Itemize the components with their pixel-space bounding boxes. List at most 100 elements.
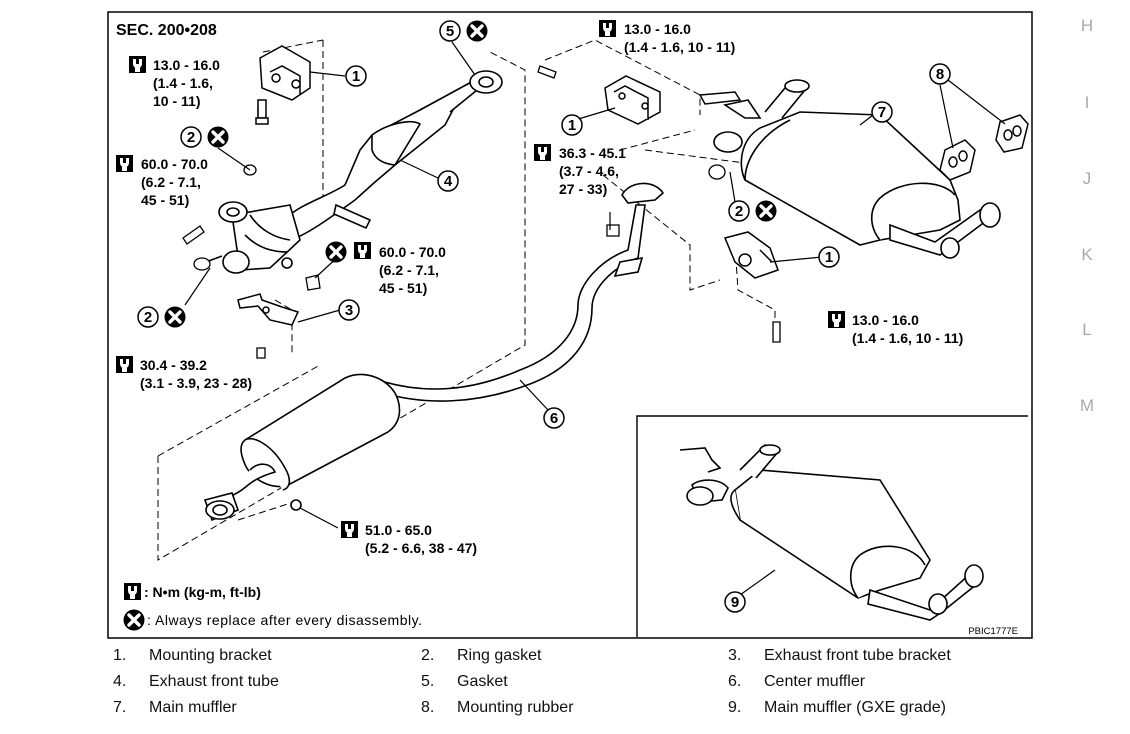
- svg-text:1: 1: [352, 68, 360, 85]
- svg-text:5: 5: [446, 23, 454, 40]
- key-replace-icon: [121, 607, 147, 633]
- torque-t2-line2: (6.2 - 7.1,: [141, 174, 201, 190]
- legend-label: Exhaust front tube: [149, 673, 279, 690]
- main-muffler-gxe: [679, 444, 984, 621]
- svg-text:1: 1: [825, 249, 833, 266]
- callout-7: 7: [871, 101, 893, 123]
- torque-icon-t3: [354, 242, 371, 259]
- torque-t6-line3: 27 - 33): [559, 181, 607, 197]
- torque-t4-line1: 30.4 - 39.2: [140, 357, 207, 373]
- legend-number: 2.: [421, 647, 435, 664]
- svg-text:2: 2: [187, 129, 195, 146]
- fasteners: [182, 65, 781, 359]
- svg-text:8: 8: [936, 66, 944, 83]
- torque-t7-line2: (1.4 - 1.6, 10 - 11): [852, 330, 963, 346]
- legend-label: Exhaust front tube bracket: [764, 647, 951, 664]
- svg-text:4: 4: [444, 173, 453, 190]
- parts-legend: 1. Mounting bracket 2. Ring gasket 3. Exhau…: [108, 644, 1038, 728]
- replace-icon-2b: [162, 304, 188, 330]
- leader-lines: [184, 41, 1006, 596]
- callout-8: 8: [929, 63, 951, 85]
- mounting-bracket-upper-right: [604, 75, 742, 125]
- torque-icon-t2: [116, 155, 133, 172]
- legend-number: 9.: [728, 699, 742, 716]
- inset-box: [636, 415, 1028, 637]
- main-muffler: [713, 79, 1001, 259]
- svg-text:3: 3: [345, 302, 353, 319]
- mounting-bracket-upper-left: [255, 45, 311, 125]
- index-letter-j[interactable]: J: [1082, 169, 1092, 188]
- replace-icon-t3: [323, 239, 349, 265]
- torque-icon-t1: [129, 56, 146, 73]
- index-letter-h[interactable]: H: [1080, 16, 1094, 35]
- torque-t2-line1: 60.0 - 70.0: [141, 156, 208, 172]
- legend-label: Main muffler: [149, 699, 237, 716]
- callouts: 1 2 4 5 3 2 6 1 2 7 8 1 9: [137, 18, 951, 613]
- diagram-frame: [107, 11, 1033, 639]
- torque-t4-line2: (3.1 - 3.9, 23 - 28): [140, 375, 252, 391]
- replace-icon-2c: [753, 198, 779, 224]
- legend-number: 5.: [421, 673, 435, 690]
- svg-text:6: 6: [550, 410, 558, 427]
- torque-t8-line1: 51.0 - 65.0: [365, 522, 432, 538]
- key-torque-unit: : N•m (kg-m, ft-lb): [144, 584, 261, 600]
- torque-icon-t4: [116, 356, 133, 373]
- torque-t5-line2: (1.4 - 1.6, 10 - 11): [624, 39, 735, 55]
- callout-6: 6: [543, 407, 565, 429]
- center-muffler-assembly: [203, 182, 665, 522]
- key-replace-note: : Always replace after every disassembly…: [147, 612, 422, 628]
- callout-2a: 2: [180, 126, 202, 148]
- torque-icon-t7: [828, 311, 845, 328]
- index-letter-m[interactable]: M: [1079, 396, 1095, 415]
- mounting-bracket-lower-right: [723, 231, 779, 279]
- torque-t2-line3: 45 - 51): [141, 192, 189, 208]
- legend-number: 3.: [728, 647, 742, 664]
- legend-label: Ring gasket: [457, 647, 542, 664]
- torque-t1-line1: 13.0 - 16.0: [153, 57, 220, 73]
- callout-9: 9: [724, 591, 746, 613]
- torque-t1-line2: (1.4 - 1.6,: [153, 75, 213, 91]
- key-torque-icon: [124, 583, 141, 600]
- svg-text:1: 1: [568, 117, 576, 134]
- torque-t5-line1: 13.0 - 16.0: [624, 21, 691, 37]
- legend-number: 8.: [421, 699, 435, 716]
- legend-label: Gasket: [457, 673, 508, 690]
- replace-icon-5: [464, 18, 490, 44]
- legend-label: Mounting bracket: [149, 647, 272, 664]
- callout-3: 3: [338, 299, 360, 321]
- front-tube-bracket: [237, 293, 300, 326]
- legend-label: Main muffler (GXE grade): [764, 699, 946, 716]
- svg-text:9: 9: [731, 594, 739, 611]
- torque-icon-t6: [534, 144, 551, 161]
- callout-5: 5: [439, 20, 461, 42]
- torque-t3-line3: 45 - 51): [379, 280, 427, 296]
- callout-1a: 1: [345, 65, 367, 87]
- torque-t6-line1: 36.3 - 45.1: [559, 145, 626, 161]
- callout-1c: 1: [818, 246, 840, 268]
- torque-t8-line2: (5.2 - 6.6, 38 - 47): [365, 540, 477, 556]
- legend-number: 6.: [728, 673, 742, 690]
- construction-lines: [157, 39, 776, 561]
- index-letter-k[interactable]: K: [1081, 245, 1093, 264]
- torque-t3-line2: (6.2 - 7.1,: [379, 262, 439, 278]
- index-letter-i[interactable]: I: [1084, 93, 1090, 112]
- index-letter-l[interactable]: L: [1082, 320, 1092, 339]
- mounting-rubber: [939, 114, 1029, 181]
- torque-t3-line1: 60.0 - 70.0: [379, 244, 446, 260]
- torque-t1-line3: 10 - 11): [153, 93, 200, 109]
- callout-4: 4: [437, 170, 459, 192]
- svg-text:2: 2: [735, 203, 743, 220]
- callout-2c: 2: [728, 200, 750, 222]
- section-label: SEC. 200•208: [116, 22, 217, 39]
- section-index-letters: H I J K L M: [1072, 0, 1112, 430]
- callout-2b: 2: [137, 306, 159, 328]
- torque-icon-t8: [341, 521, 358, 538]
- torque-t6-line2: (3.7 - 4.6,: [559, 163, 619, 179]
- torque-icon-t5: [599, 20, 616, 37]
- svg-text:2: 2: [144, 309, 152, 326]
- callout-1b: 1: [561, 114, 583, 136]
- svg-text:7: 7: [878, 104, 886, 121]
- legend-number: 1.: [113, 647, 127, 664]
- replace-icon-2a: [205, 124, 231, 150]
- legend-number: 7.: [113, 699, 127, 716]
